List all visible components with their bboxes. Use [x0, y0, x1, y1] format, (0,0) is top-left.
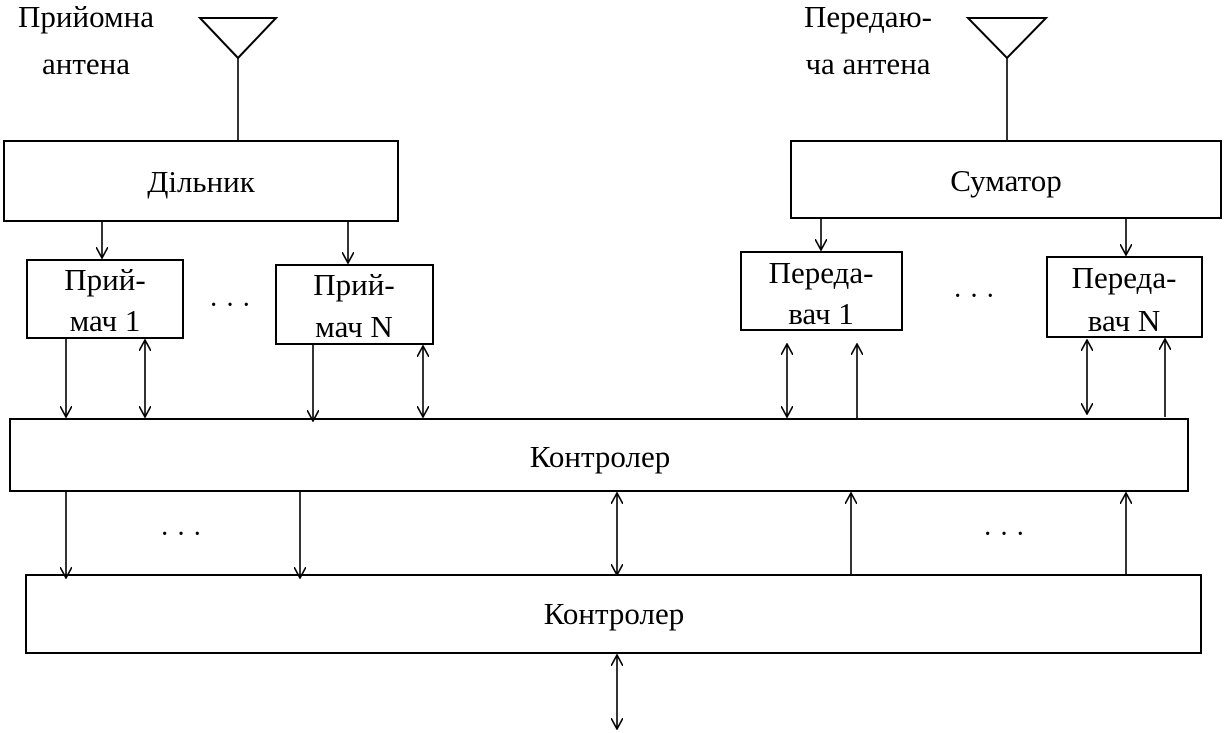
transmitter-1-block: Переда- вач 1	[740, 251, 903, 331]
transmit-antenna-label-line1: Передаю-	[804, 0, 932, 34]
lower-controller-block: Контролер	[25, 574, 1202, 654]
upper-controller-block: Контролер	[9, 418, 1189, 492]
receiver-1-block: Прий- мач 1	[26, 259, 184, 339]
transmitter-n-label-line1: Переда-	[1072, 260, 1177, 295]
transmit-antenna-label-line2: ча антена	[805, 46, 930, 81]
receiver-1-label-line1: Прий-	[64, 262, 145, 297]
receiver-n-label-line2: мач N	[315, 309, 393, 344]
receiver-1-label-line2: мач 1	[70, 303, 141, 338]
splitter-block: Дільник	[3, 140, 399, 222]
combiner-block: Суматор	[790, 140, 1222, 219]
splitter-label: Дільник	[147, 164, 256, 199]
receiver-n-label-line1: Прий-	[313, 267, 394, 302]
transmitters-ellipsis: · · ·	[953, 281, 995, 312]
transmitter-n-block: Переда- вач N	[1046, 256, 1203, 338]
receive-antenna-label-line1: Прийомна	[18, 0, 154, 34]
lower-controller-label: Контролер	[544, 596, 684, 631]
connections	[66, 218, 1165, 729]
receiver-n-block: Прий- мач N	[275, 264, 434, 345]
receive-antenna-icon	[197, 17, 279, 140]
transmitter-1-label-line2: вач 1	[788, 296, 854, 331]
lower-right-ellipsis: · · ·	[983, 519, 1025, 550]
transmitter-n-label-line2: вач N	[1088, 303, 1160, 338]
receivers-ellipsis: · · ·	[209, 290, 251, 321]
transmit-antenna-icon	[965, 17, 1049, 140]
transmitter-1-label-line1: Переда-	[769, 255, 874, 290]
lower-left-ellipsis: · · ·	[160, 519, 202, 550]
receive-antenna-label-line2: антена	[42, 46, 130, 81]
upper-controller-label: Контролер	[530, 439, 670, 474]
combiner-label: Суматор	[950, 163, 1062, 198]
